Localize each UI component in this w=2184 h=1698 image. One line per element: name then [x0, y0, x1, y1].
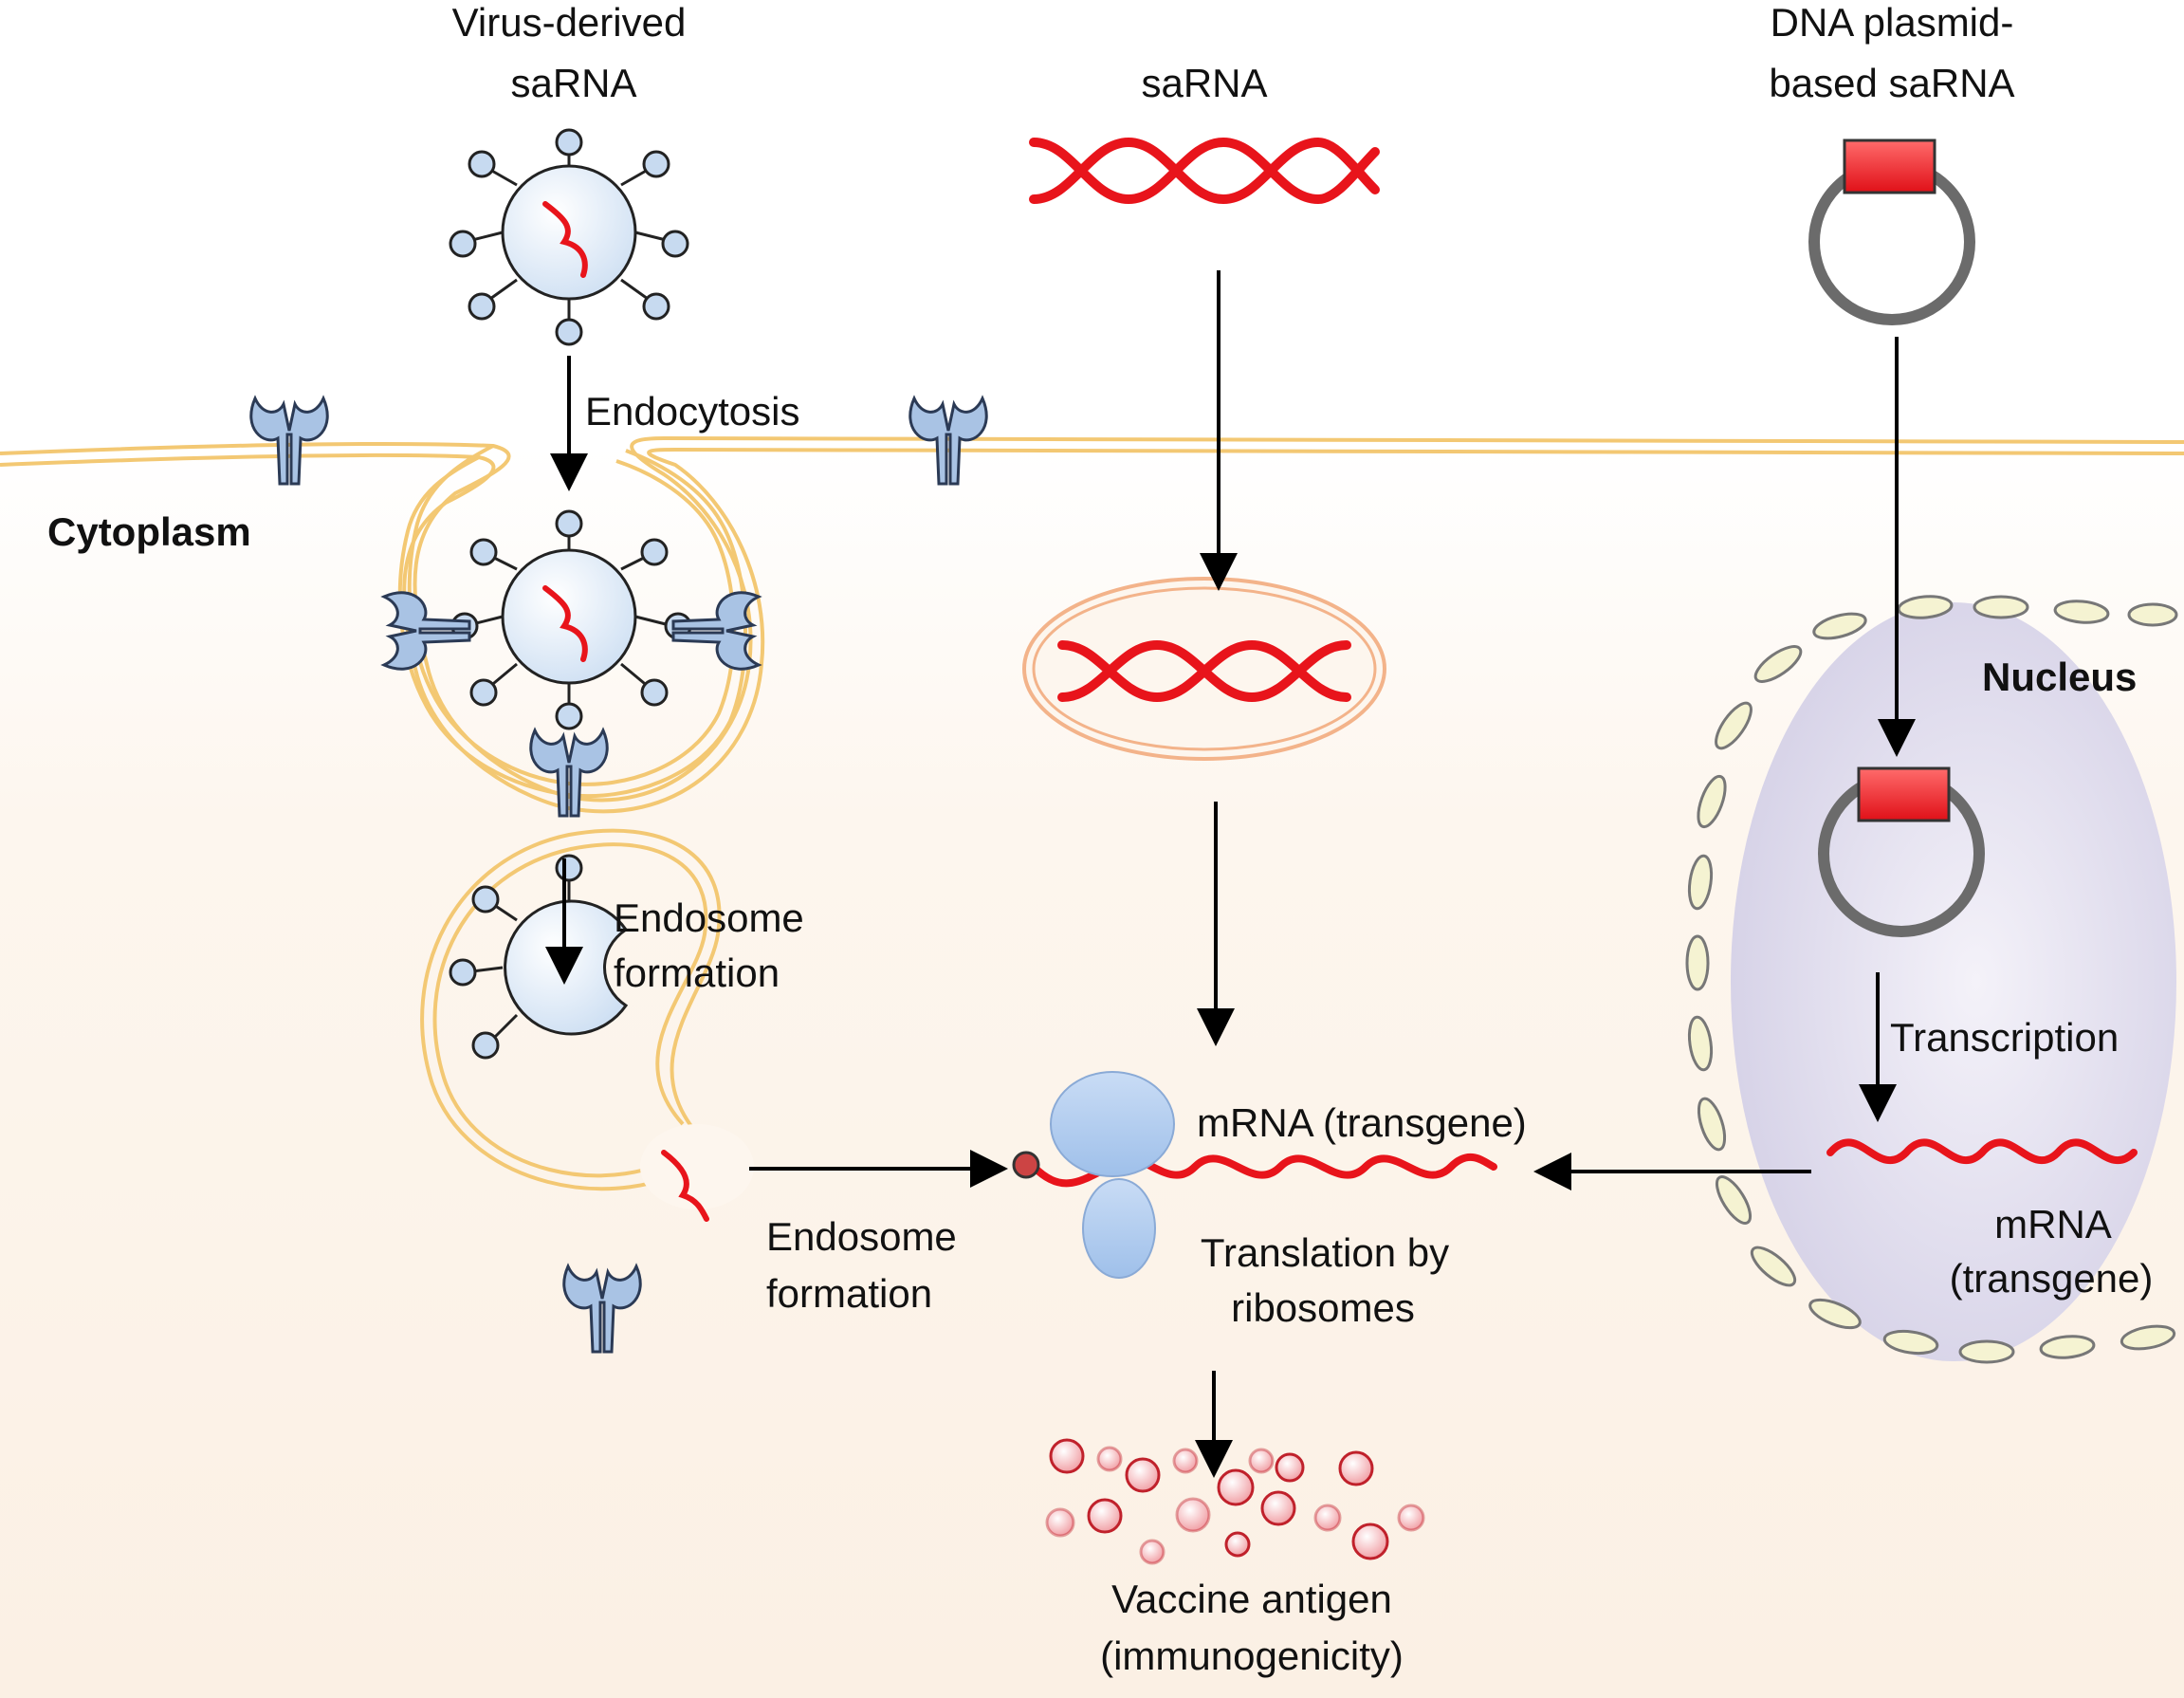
- label-endosome-formation-2b: formation: [766, 1271, 932, 1316]
- endosome-lower: [420, 828, 754, 1354]
- label-dna-plasmid-1: DNA plasmid-: [1771, 0, 2014, 45]
- label-vaccine-antigen-2: (immunogenicity): [1100, 1633, 1404, 1678]
- ribosome-cap: [1012, 1151, 1040, 1179]
- label-endosome-formation-2a: Endosome: [766, 1214, 957, 1259]
- nucleus: [1685, 595, 2178, 1364]
- label-vaccine-antigen-1: Vaccine antigen: [1111, 1577, 1392, 1621]
- label-nucleus: Nucleus: [1982, 655, 2137, 699]
- label-sarna: saRNA: [1141, 61, 1267, 105]
- virus-particle-free: [449, 128, 689, 346]
- label-translation-2: ribosomes: [1231, 1285, 1415, 1330]
- label-endocytosis: Endocytosis: [585, 389, 799, 434]
- label-virus-derived-1: Virus-derived: [452, 0, 687, 45]
- lipid-nanoparticle: [1022, 577, 1386, 761]
- mrna-wave-nucleus: [1826, 1138, 2138, 1164]
- sarna-helix-free: [1029, 137, 1380, 205]
- ribosome: [1050, 1071, 1175, 1279]
- label-dna-plasmid-2: based saRNA: [1769, 61, 2014, 105]
- label-virus-derived-2: saRNA: [510, 61, 636, 105]
- label-mrna-transgene-nucleus-1: mRNA: [1994, 1202, 2112, 1246]
- dna-plasmid-free: [1808, 138, 1975, 325]
- dna-plasmid-nuclear: [1818, 766, 1985, 937]
- nuclear-envelope-pores: [1685, 595, 2178, 1364]
- label-endosome-formation-1a: Endosome: [614, 895, 804, 940]
- label-mrna-transgene-main: mRNA (transgene): [1197, 1100, 1527, 1145]
- label-mrna-transgene-nucleus-2: (transgene): [1950, 1256, 2154, 1301]
- label-translation-1: Translation by: [1201, 1230, 1449, 1275]
- label-transcription: Transcription: [1890, 1015, 2119, 1060]
- vaccine-antigens: [1045, 1438, 1425, 1565]
- label-endosome-formation-1b: formation: [614, 951, 780, 995]
- label-cytoplasm: Cytoplasm: [47, 509, 251, 554]
- arrows: [545, 270, 1916, 1478]
